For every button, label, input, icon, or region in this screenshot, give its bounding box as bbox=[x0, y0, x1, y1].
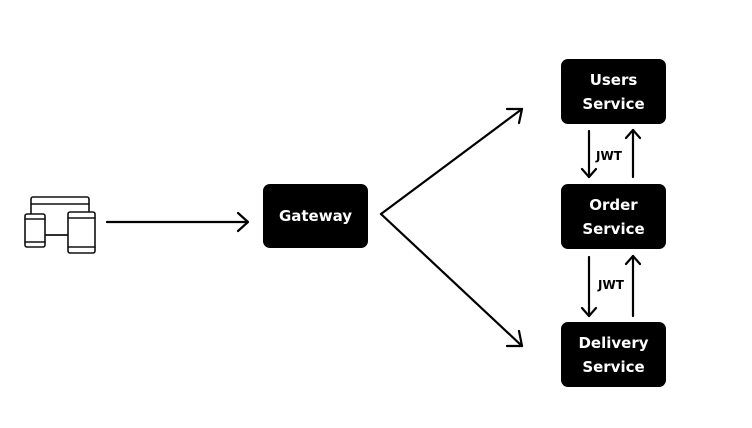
order-service-label: Order Service bbox=[582, 195, 645, 238]
jwt-label-users-order: JWT bbox=[596, 149, 622, 163]
delivery-service-label: Delivery Service bbox=[578, 333, 649, 376]
client-to-gateway-arrow bbox=[105, 211, 250, 233]
gateway-to-users-arrow bbox=[379, 107, 524, 216]
jwt-label-order-delivery: JWT bbox=[598, 278, 624, 292]
order-to-users-arrow bbox=[624, 128, 642, 179]
order-to-delivery-arrow bbox=[580, 255, 598, 318]
gateway-label: Gateway bbox=[278, 207, 353, 225]
gateway-node: Gateway bbox=[263, 184, 368, 248]
delivery-service-node: Delivery Service bbox=[561, 322, 666, 387]
users-service-label: Users Service bbox=[582, 70, 645, 113]
delivery-to-order-arrow bbox=[624, 254, 642, 318]
devices-icon bbox=[24, 196, 96, 254]
gateway-to-delivery-arrow bbox=[379, 212, 524, 348]
order-service-node: Order Service bbox=[561, 184, 666, 249]
users-service-node: Users Service bbox=[561, 59, 666, 124]
users-to-order-arrow bbox=[580, 129, 598, 179]
